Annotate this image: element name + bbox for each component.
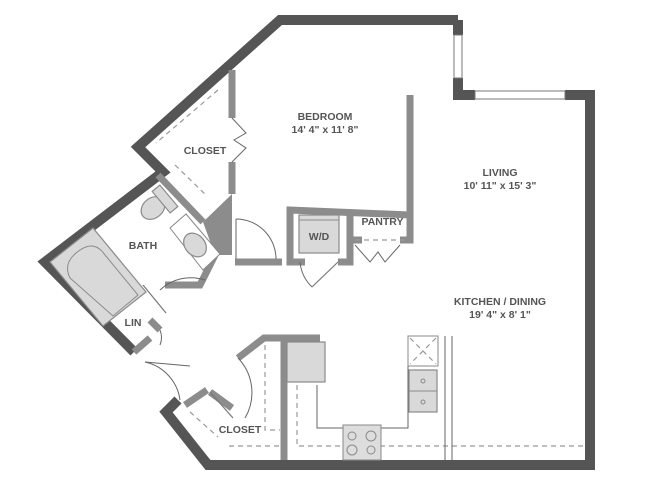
room-dims: 14' 4" x 11' 8" — [291, 124, 359, 136]
washer-dryer-unit — [298, 214, 340, 254]
range — [342, 424, 382, 461]
room-label-washer-dryer: W/D — [308, 231, 330, 243]
window-bedroom — [453, 34, 463, 79]
interior-walls — [131, 70, 414, 460]
sink — [183, 232, 207, 258]
room-dims: 10' 11" x 15' 3" — [463, 180, 537, 192]
room-name: BEDROOM — [297, 111, 353, 123]
room-label-closet-bedroom: CLOSET — [183, 145, 227, 157]
room-label-kitchen-dining: KITCHEN / DINING 19' 4" x 8' 1" — [430, 296, 570, 322]
window-living — [474, 90, 566, 100]
room-label-pantry: PANTRY — [361, 216, 404, 228]
kitchen-fixtures — [286, 335, 453, 461]
room-dims: 19' 4" x 8' 1" — [469, 309, 531, 321]
room-label-closet-entry: CLOSET — [218, 424, 262, 436]
room-label-linen: LIN — [124, 317, 142, 329]
closet-shelf-lines — [155, 89, 585, 447]
refrigerator — [286, 341, 326, 383]
room-label-bath: BATH — [128, 240, 158, 252]
room-name: KITCHEN / DINING — [453, 296, 547, 308]
exterior-walls — [37, 15, 595, 470]
bath-fixtures — [49, 184, 221, 327]
doors — [142, 117, 401, 419]
room-label-living: LIVING 10' 11" x 15' 3" — [445, 167, 555, 193]
bathtub — [49, 227, 147, 327]
room-label-bedroom: BEDROOM 14' 4" x 11' 8" — [270, 111, 380, 137]
room-name: LIVING — [482, 167, 518, 179]
